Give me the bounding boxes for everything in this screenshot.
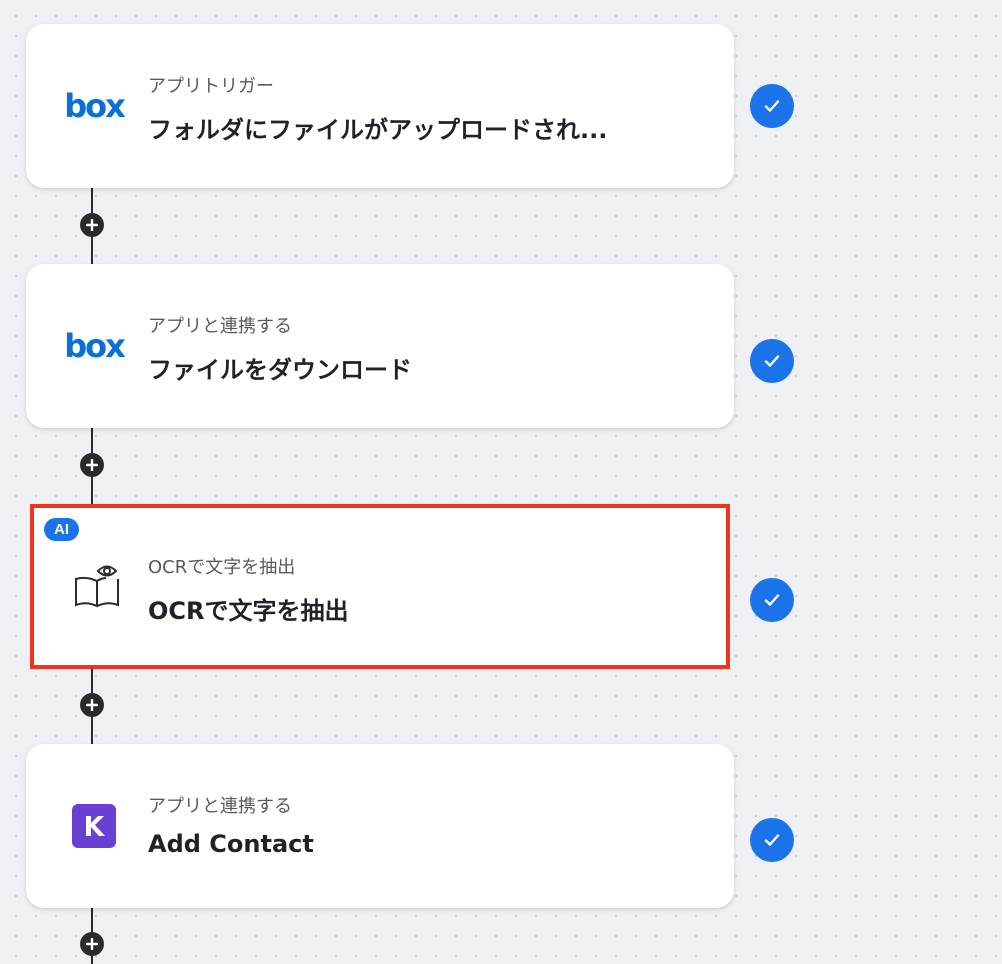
add-step-button[interactable] xyxy=(80,213,104,237)
step-title: ファイルをダウンロード xyxy=(148,356,412,384)
step-complete-check-icon xyxy=(750,84,794,128)
step-title: OCRで文字を抽出 xyxy=(148,597,349,625)
step-type-label: アプリと連携する xyxy=(148,796,292,817)
flow-step-card[interactable]: box アプリと連携する ファイルをダウンロード xyxy=(26,264,734,428)
k-app-logo-icon xyxy=(66,798,122,854)
plus-icon xyxy=(86,699,98,711)
flow-step-card-selected[interactable]: AI OCRで文字を抽出 OCRで文字を抽出 xyxy=(30,504,730,669)
add-step-button[interactable] xyxy=(80,693,104,717)
flow-step-card[interactable]: box アプリトリガー フォルダにファイルがアップロードされ... xyxy=(26,24,734,188)
box-logo-icon: box xyxy=(64,327,126,365)
add-step-button[interactable] xyxy=(80,932,104,956)
step-title: Add Contact xyxy=(148,830,314,858)
flow-step-card[interactable]: アプリと連携する Add Contact xyxy=(26,744,734,908)
step-complete-check-icon xyxy=(750,339,794,383)
step-title: フォルダにファイルがアップロードされ... xyxy=(148,116,608,144)
plus-icon xyxy=(86,938,98,950)
step-type-label: アプリと連携する xyxy=(148,316,292,337)
step-type-label: アプリトリガー xyxy=(148,76,274,97)
add-step-button[interactable] xyxy=(80,453,104,477)
ocr-book-eye-icon xyxy=(70,559,126,615)
plus-icon xyxy=(86,219,98,231)
step-type-label: OCRで文字を抽出 xyxy=(148,557,296,578)
box-logo-icon: box xyxy=(64,87,126,125)
step-complete-check-icon xyxy=(750,818,794,862)
plus-icon xyxy=(86,459,98,471)
step-complete-check-icon xyxy=(750,578,794,622)
ai-badge: AI xyxy=(44,518,79,541)
